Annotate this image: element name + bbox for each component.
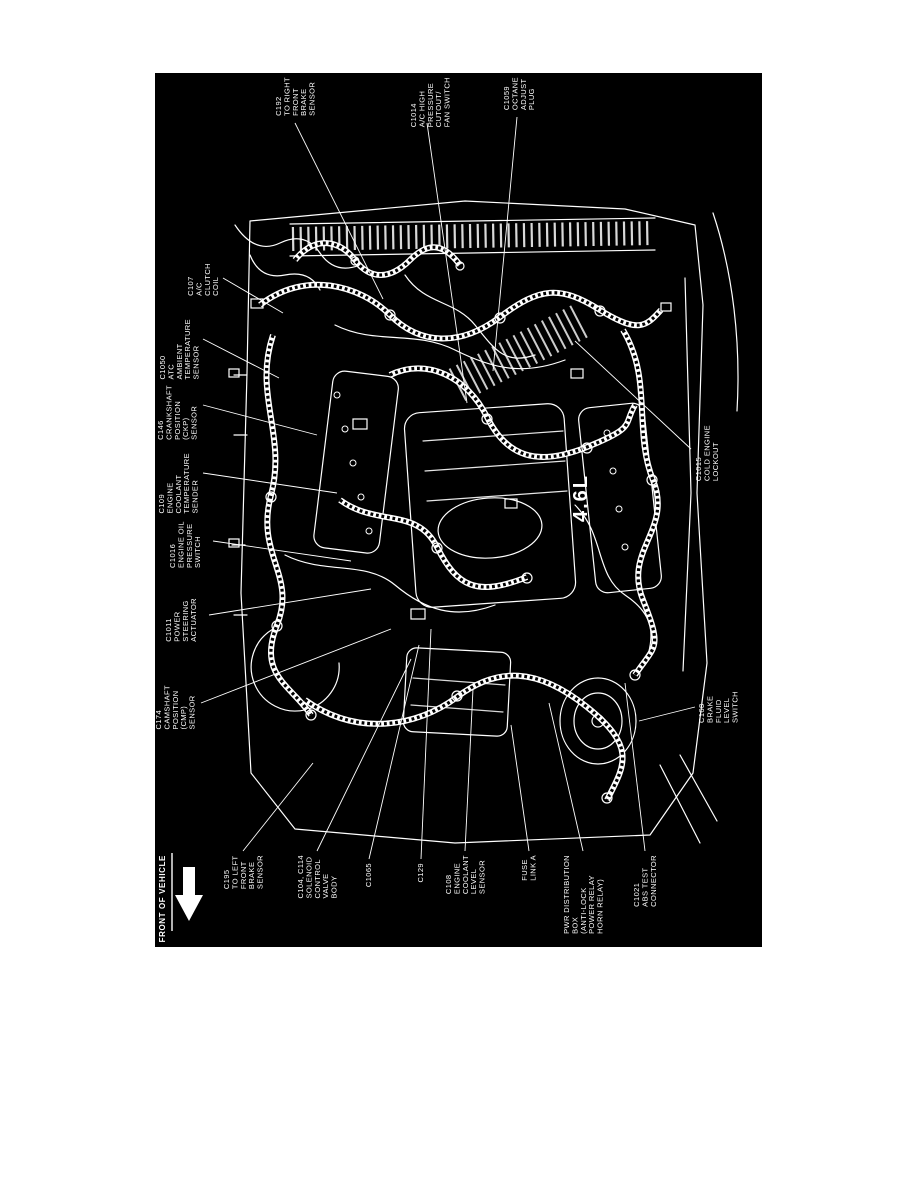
callout-c1059: C1059 OCTANE ADJUST PLUG (502, 77, 537, 111)
engine-line-art (231, 200, 739, 844)
callout-c168: C168 BRAKE FLUID LEVEL SWITCH (697, 691, 740, 723)
wiring-looms (258, 240, 664, 802)
callout-c1065: C1065 (364, 863, 373, 888)
callout-c195: C195 TO LEFT FRONT BRAKE SENSOR (222, 855, 265, 890)
engine-compartment-diagram: 4.6L C192 TO RIGHT FRONT BRAKE SENSOR C1… (154, 73, 762, 947)
callout-c1015: C1015 COLD ENGINE LOCKOUT (694, 425, 720, 482)
battery-tray (402, 647, 512, 737)
engine-block (403, 403, 577, 608)
callout-c174: C174 CAMSHAFT POSITION (CMP) SENSOR (154, 685, 197, 730)
callout-c1011: C1011 POWER STEERING ACTUATOR (164, 598, 199, 642)
brake-booster (559, 677, 637, 765)
callout-c1050: C1050 ATC AMBIENT TEMPERATURE SENSOR (158, 319, 201, 380)
callout-c104-c114: C104, C114 SOLENOID CONTROL VALVE BODY (296, 855, 339, 899)
engine-size-label: 4.6L (570, 474, 592, 522)
front-of-vehicle-arrow-icon (175, 867, 203, 921)
callout-c146: C146 CRANKSHAFT POSITION (CKP) SENSOR (156, 385, 199, 440)
connectors (228, 256, 672, 804)
callout-c1016: C1016 ENGINE OIL PRESSURE SWITCH (168, 521, 203, 568)
callout-fuse-link-a: FUSE LINK A (520, 855, 538, 881)
body-outline (240, 200, 708, 844)
callout-c129: C129 (416, 863, 425, 883)
callout-c109: C109 ENGINE COOLANT TEMPERATURE SENDER (157, 453, 200, 514)
callout-c192: C192 TO RIGHT FRONT BRAKE SENSOR (274, 77, 317, 116)
engine-diagram-art: 4.6L (171, 116, 739, 931)
callout-c107: C107 A/C CLUTCH COIL (186, 263, 221, 296)
callout-c1021: C1021 ABS TEST CONNECTOR (632, 855, 658, 907)
front-of-vehicle-label: FRONT OF VEHICLE (158, 855, 167, 943)
valve-cover-right (578, 402, 662, 594)
callout-c1014: C1014 A/C HIGH PRESSURE CUTOUT/ FAN SWIT… (409, 77, 452, 128)
callout-c108: C108 ENGINE COOLANT LEVEL SENSOR (444, 855, 487, 895)
callout-pwr-distribution-box: PWR DISTRIBUTION BOX (ANTI-LOCK POWER RE… (562, 855, 605, 934)
leader-lines (200, 116, 696, 860)
valve-cover-left (313, 370, 399, 554)
